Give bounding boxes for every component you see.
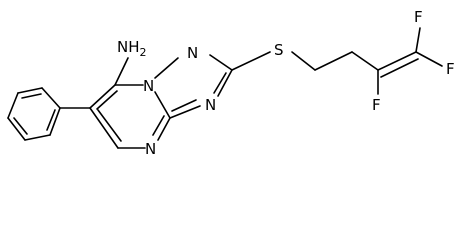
bond bbox=[24, 134, 51, 141]
structure-canvas: NH2 N N N N S F F F bbox=[7, 8, 455, 158]
bond bbox=[114, 57, 129, 86]
aromatic-bond bbox=[213, 72, 227, 94]
fluorine-label: F bbox=[372, 96, 381, 114]
bond bbox=[291, 51, 316, 71]
aromatic-bond bbox=[96, 90, 118, 110]
bond bbox=[415, 51, 443, 67]
ring-nitrogen-label: N bbox=[145, 140, 156, 158]
phenyl-ring bbox=[7, 87, 61, 141]
side-chain bbox=[231, 27, 443, 95]
aromatic-bond bbox=[97, 109, 122, 142]
aromatic-bond bbox=[46, 109, 56, 131]
bond bbox=[169, 105, 201, 119]
bond bbox=[351, 51, 379, 71]
ring-nitrogen-label: N bbox=[143, 77, 154, 95]
fluorine-label: F bbox=[414, 8, 423, 26]
bond bbox=[17, 87, 43, 94]
ring-nitrogen-label: N bbox=[187, 44, 198, 62]
sulfur-label: S bbox=[274, 41, 284, 59]
bond bbox=[157, 117, 171, 141]
atom-labels: NH2 N N N N S F F F bbox=[117, 8, 455, 158]
fluorine-label: F bbox=[446, 60, 455, 78]
aromatic-bond bbox=[21, 93, 42, 99]
aromatic-bond bbox=[171, 99, 197, 112]
chemical-structure: NH2 N N N N S F F F bbox=[7, 8, 455, 158]
bond bbox=[209, 54, 233, 71]
bond bbox=[154, 57, 179, 79]
bond bbox=[89, 107, 119, 149]
bond bbox=[377, 51, 417, 71]
ring-nitrogen-label: N bbox=[205, 96, 216, 114]
bond bbox=[89, 84, 116, 109]
bond bbox=[41, 87, 61, 109]
bond bbox=[415, 27, 421, 53]
bond bbox=[7, 117, 26, 141]
bond bbox=[154, 91, 171, 119]
aromatic-bond bbox=[13, 117, 28, 135]
amine-label: NH2 bbox=[117, 38, 147, 59]
pyrimidine-ring bbox=[89, 84, 171, 149]
bond bbox=[49, 107, 61, 136]
aromatic-bond bbox=[152, 115, 165, 136]
bond bbox=[217, 69, 233, 97]
triazole-ring bbox=[154, 54, 233, 119]
double-bond bbox=[380, 58, 419, 78]
bond bbox=[231, 51, 271, 71]
bond bbox=[7, 92, 19, 119]
bond bbox=[314, 51, 353, 71]
